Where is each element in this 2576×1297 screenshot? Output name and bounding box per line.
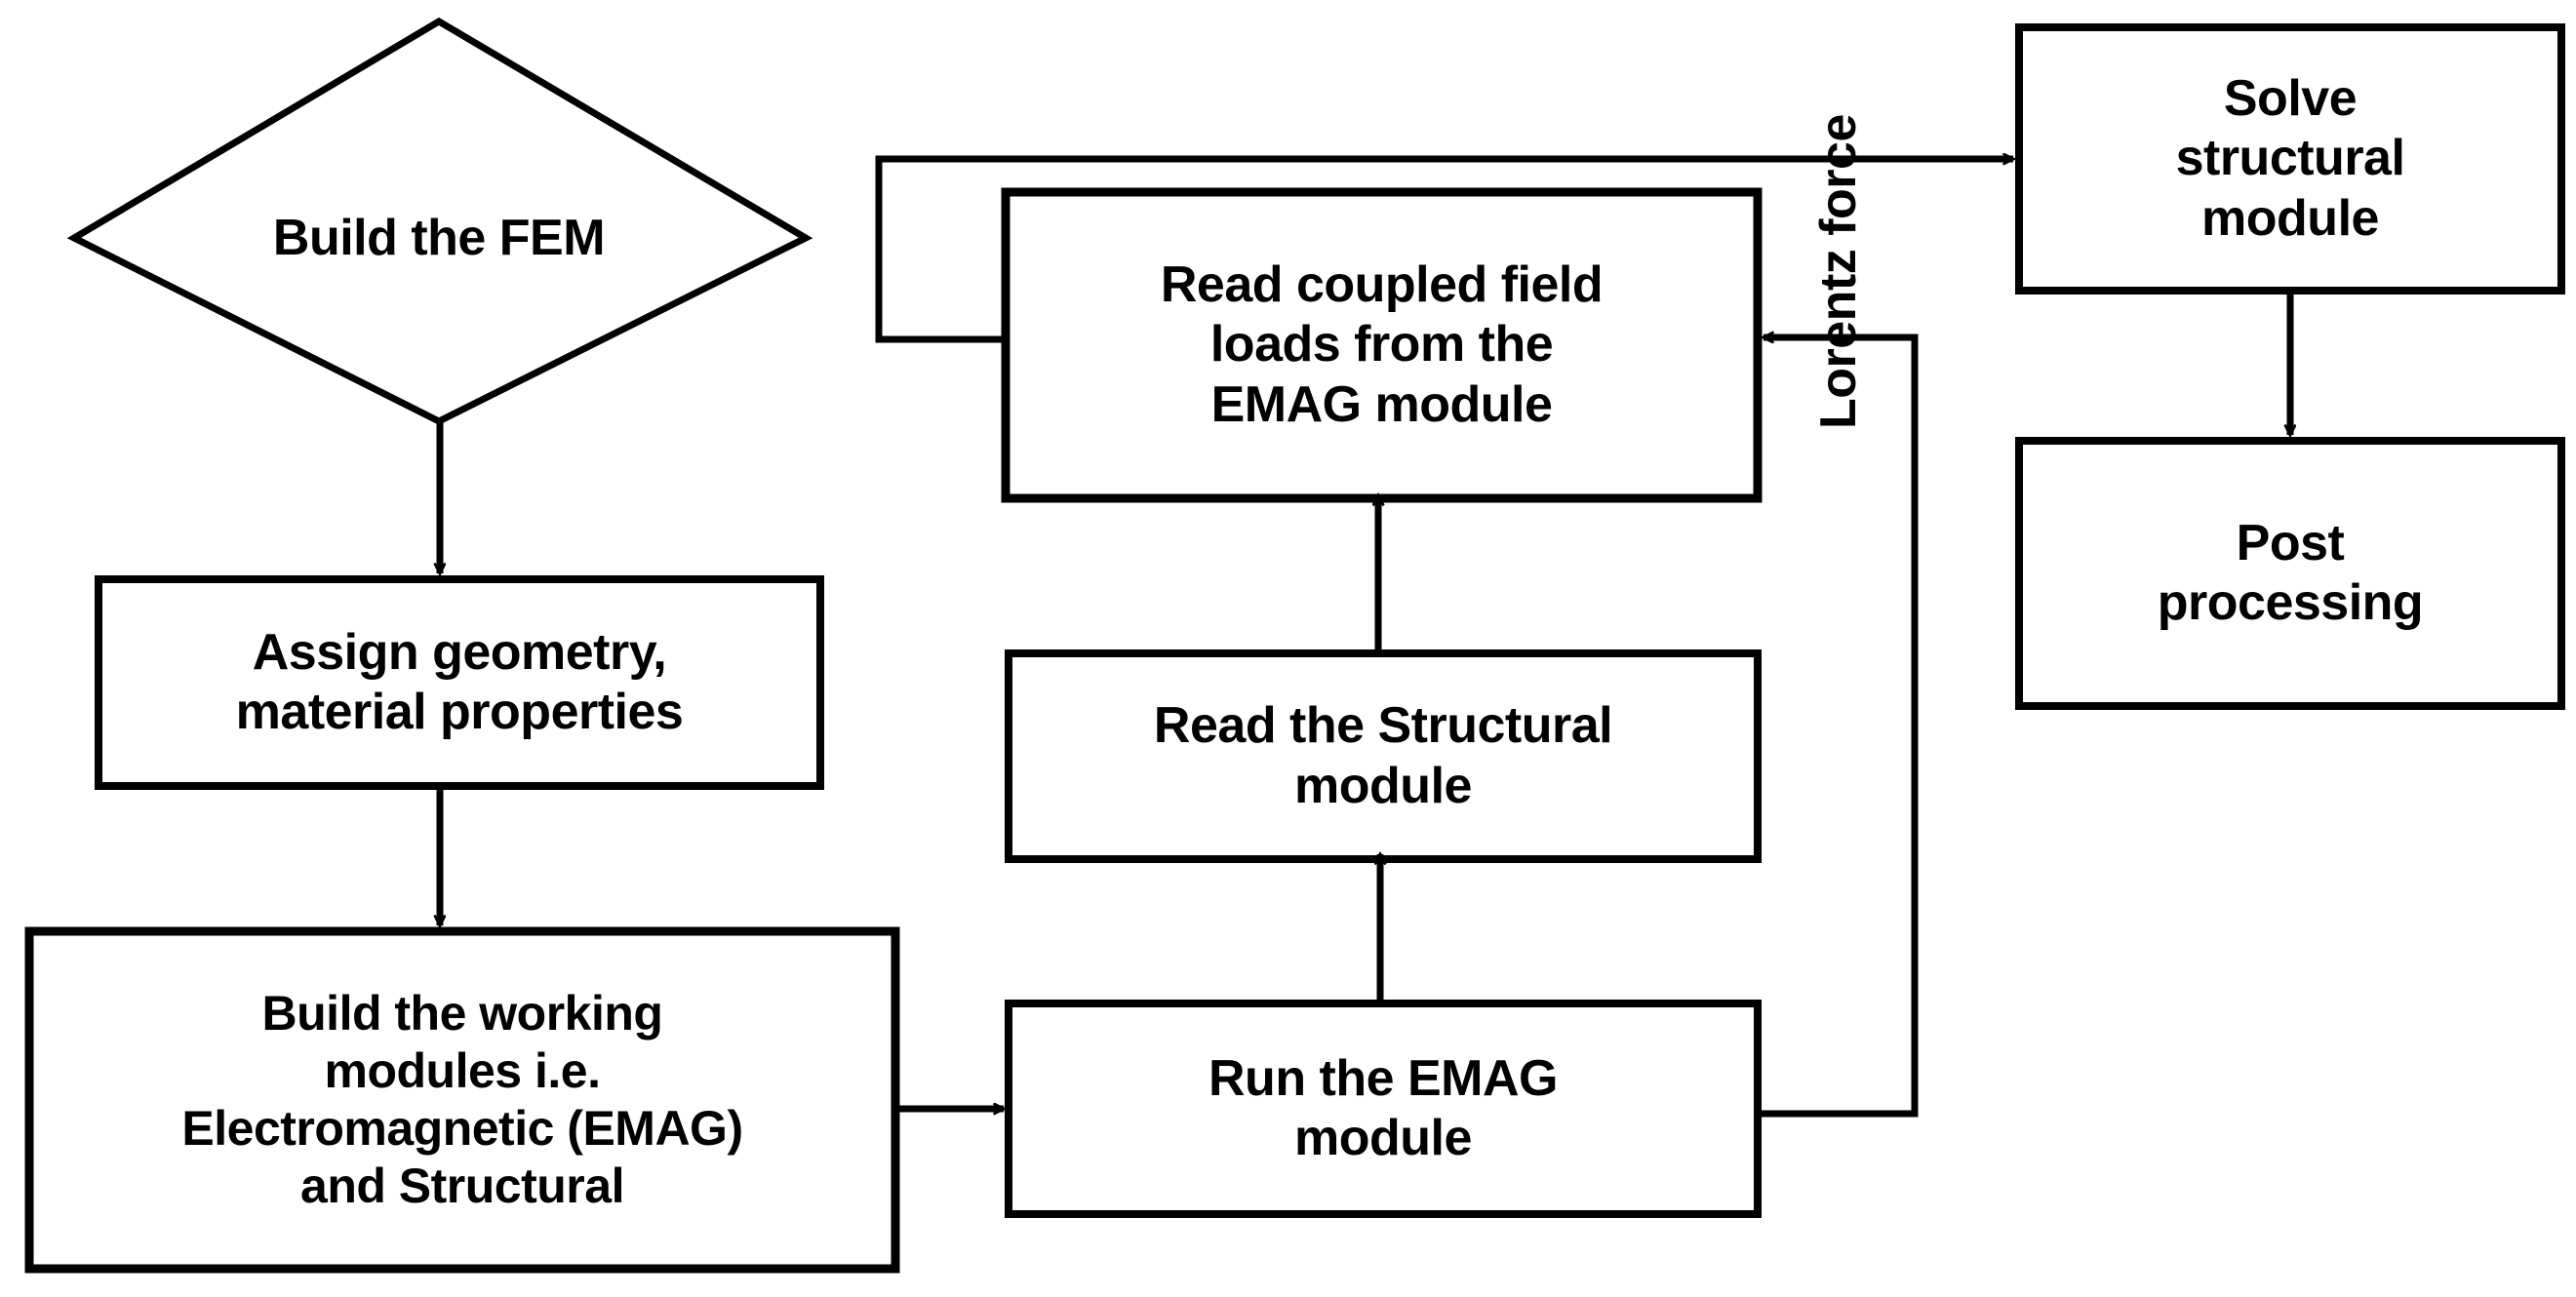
node-shape-post-processing[interactable]: [2015, 437, 2565, 710]
node-shape-run-emag[interactable]: [1005, 1000, 1762, 1218]
node-shape-solve-structural[interactable]: [2015, 23, 2565, 295]
node-shape-build-modules[interactable]: [24, 926, 900, 1274]
node-shape-build-fem[interactable]: [66, 17, 813, 425]
node-shape-assign-geometry[interactable]: [95, 575, 824, 790]
node-shape-read-structural[interactable]: [1005, 649, 1762, 863]
node-shape-read-coupled[interactable]: [1001, 187, 1763, 503]
edge-lorentz-force: [1758, 337, 1919, 1118]
edge-coupled-to-solve: [875, 159, 2013, 343]
